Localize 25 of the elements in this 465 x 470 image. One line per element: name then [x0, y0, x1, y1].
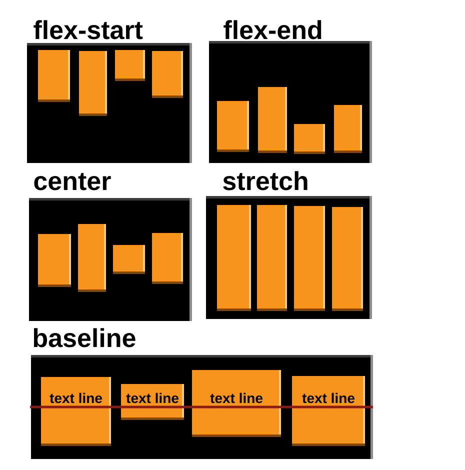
flex-item [258, 87, 287, 153]
flex-item [115, 50, 145, 81]
flex-item [78, 224, 106, 292]
flex-item [217, 101, 249, 152]
flex-item [152, 51, 183, 98]
panel-title: baseline [34, 328, 136, 348]
flex-item [217, 205, 251, 311]
flex-item [334, 105, 362, 153]
flex-item: text line [192, 370, 281, 437]
flex-item [38, 50, 70, 102]
flex-item [152, 233, 183, 284]
flex-item [294, 206, 325, 311]
flex-item [294, 124, 325, 154]
panel-title: stretch [223, 171, 308, 190]
flex-item: text line [41, 377, 111, 446]
panel-title: center [34, 173, 111, 190]
flex-item [113, 245, 145, 274]
panel-title: flex-start [34, 20, 143, 40]
flex-item [332, 207, 363, 311]
flex-item [38, 234, 71, 287]
flex-item: text line [292, 376, 365, 446]
flex-item [79, 51, 107, 116]
flex-item [257, 205, 287, 311]
flex-item: text line [121, 384, 184, 420]
panel-title: flex-end [224, 20, 322, 40]
